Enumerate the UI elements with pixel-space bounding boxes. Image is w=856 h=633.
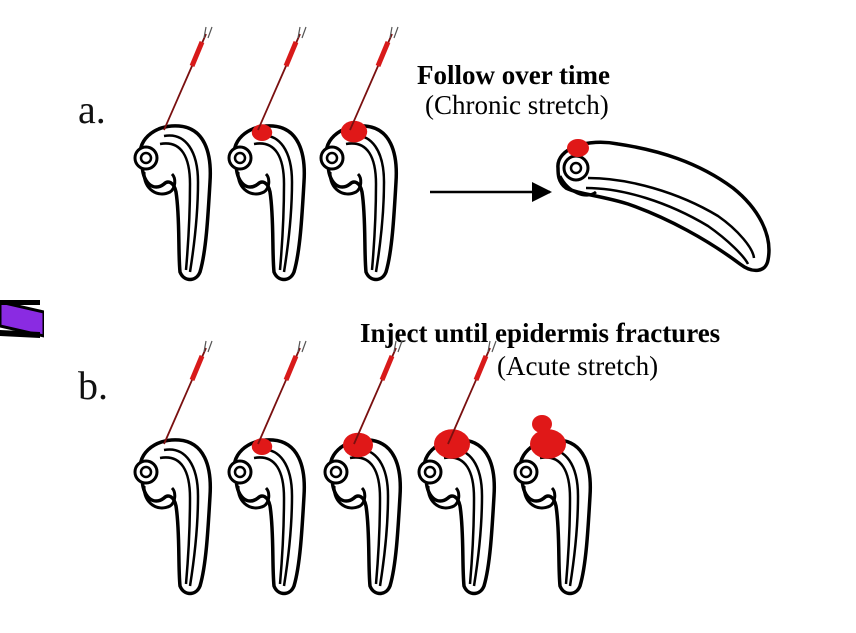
embryo (417, 340, 497, 596)
embryo (513, 415, 593, 596)
panel-a-label: a. (78, 87, 106, 132)
bleb (343, 432, 373, 458)
panel-a-subtitle: (Chronic stretch) (425, 90, 609, 120)
injection-needle (163, 340, 213, 445)
injection-needle (163, 26, 213, 131)
bleb (530, 429, 566, 459)
embryo (133, 26, 213, 282)
panel-a-row (133, 26, 399, 282)
panel-b-row (133, 340, 593, 596)
injection-needle (257, 340, 307, 445)
panel-b-title: Inject until epidermis fractures (360, 318, 721, 348)
bleb (340, 120, 368, 143)
bleb (251, 438, 273, 455)
bleb (567, 139, 589, 157)
bleb (434, 429, 470, 459)
panel-b-subtitle: (Acute stretch) (497, 351, 659, 381)
elongated-embryo (556, 139, 771, 273)
bleb-fragment (532, 415, 552, 433)
embryo (133, 340, 213, 596)
embryo (319, 26, 399, 282)
injection-needle (349, 26, 399, 131)
injection-needle (353, 340, 403, 445)
injection-needle (257, 26, 307, 131)
embryo (323, 340, 403, 596)
embryo (227, 26, 307, 282)
panel-b-label: b. (78, 363, 108, 408)
embryo (227, 340, 307, 596)
bleb (251, 124, 273, 141)
injection-needle (447, 340, 497, 445)
panel-a-title: Follow over time (417, 60, 610, 90)
